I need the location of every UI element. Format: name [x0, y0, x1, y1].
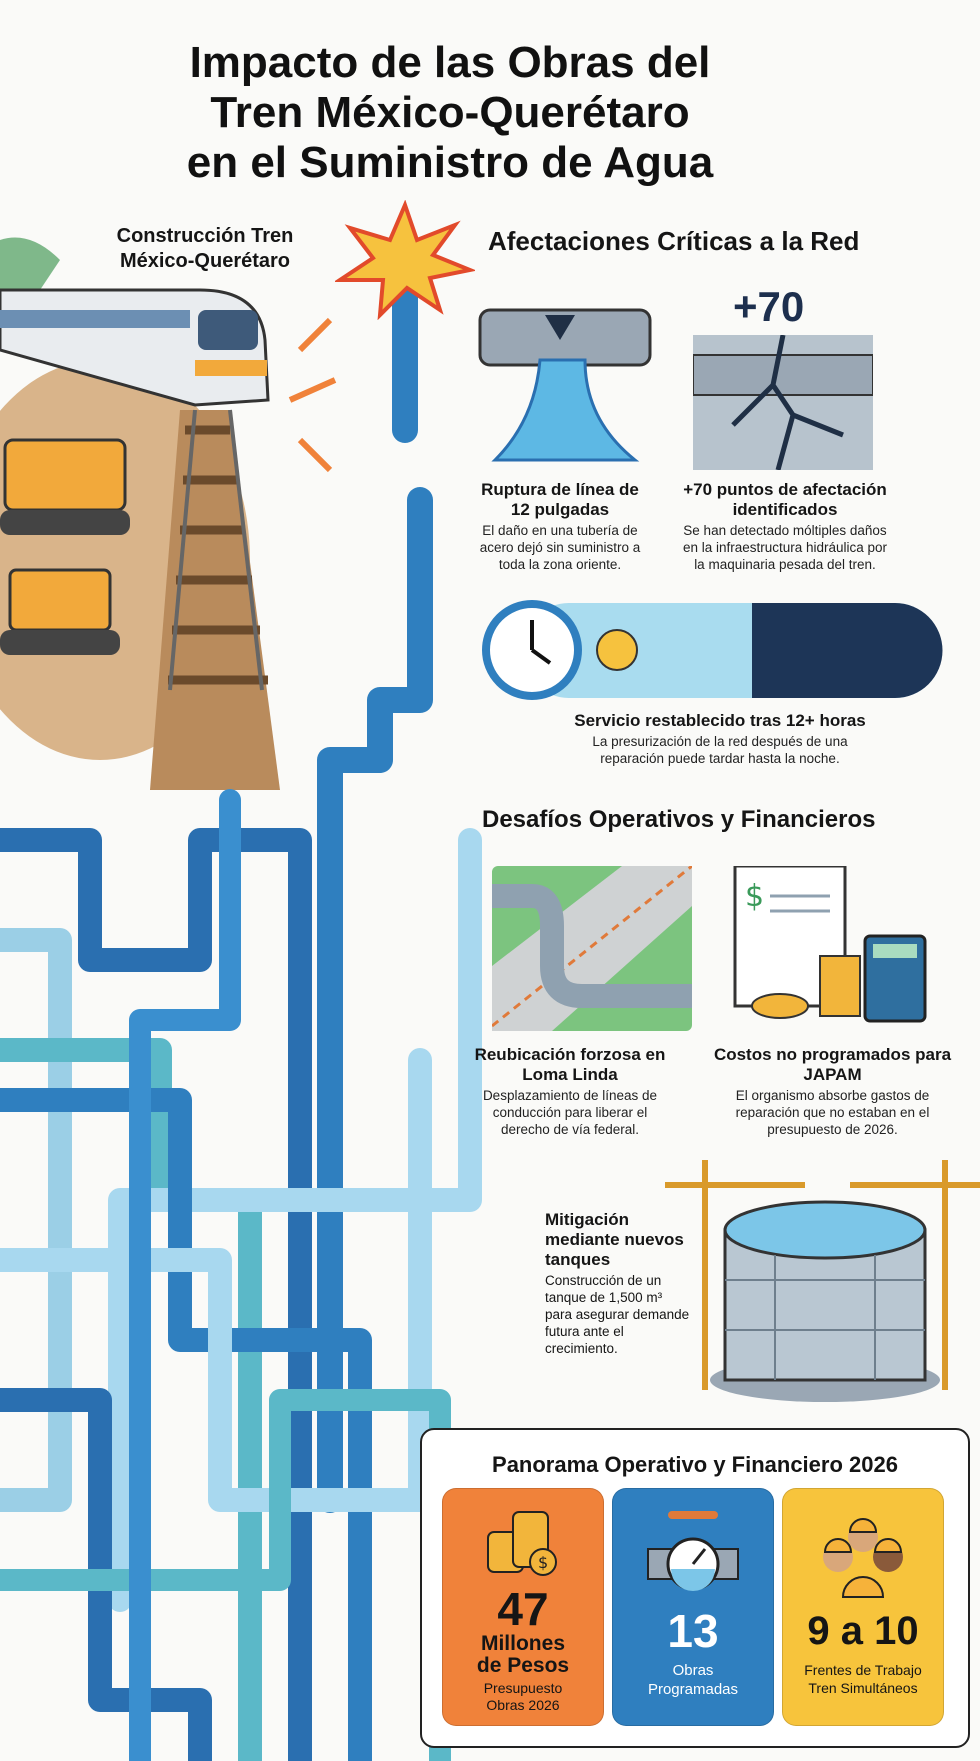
construction-label: Construcción Tren México-Querétaro	[80, 224, 330, 274]
challenge-costs: Costos no programados para JAPAM El orga…	[705, 1045, 960, 1138]
item-title: Ruptura de línea de 12 pulgadas	[481, 480, 639, 519]
stat-value: 13	[667, 1605, 719, 1657]
mitigation-title: Mitigación mediante nuevos tanques	[545, 1210, 684, 1269]
service-restored: Servicio restablecido tras 12+ horas La …	[490, 711, 950, 767]
pipe-network-illustration	[0, 247, 482, 1761]
item-title: Costos no programados para JAPAM	[713, 1045, 952, 1084]
stat-value: 9 a 10	[807, 1609, 919, 1653]
critical-heading: Afectaciones Críticas a la Red	[488, 226, 860, 256]
coins-icon: $	[487, 1511, 557, 1576]
valve-gauge-icon	[647, 1511, 739, 1591]
svg-text:$: $	[745, 879, 764, 914]
page-title: Impacto de las Obras del Tren México-Que…	[0, 38, 900, 188]
title-line: Impacto de las Obras del	[189, 38, 711, 87]
critical-item-rupture: Ruptura de línea de 12 pulgadas El daño …	[470, 480, 650, 573]
construction-label-line: México-Querétaro	[119, 250, 291, 272]
challenges-heading: Desafíos Operativos y Financieros	[482, 806, 876, 833]
item-desc: Se han detectado móltiples daños en la i…	[682, 523, 888, 572]
plus70-badge: +70	[733, 283, 805, 330]
item-desc: Desplazamiento de líneas de conducción p…	[482, 1088, 658, 1137]
stat-label: Obras Programadas	[647, 1662, 739, 1698]
mitigation-desc: Construcción de un tanque de 1,500 m³ pa…	[545, 1273, 690, 1356]
title-line: Tren México-Querétaro	[210, 88, 690, 137]
stat-card-budget: $ 47 Millones de Pesos Presupuesto Obras…	[442, 1488, 604, 1726]
workers-icon	[823, 1518, 903, 1598]
explosion-icon	[335, 200, 475, 320]
title-line: en el Suministro de Agua	[186, 138, 714, 187]
water-tank-cranes-icon	[665, 1160, 980, 1402]
critical-item-points: +70 puntos de afectación identificados S…	[680, 480, 890, 573]
construction-label-line: Construcción Tren	[116, 225, 294, 247]
svg-text:$: $	[538, 1553, 548, 1572]
item-desc: El organismo absorbe gastos de reparació…	[735, 1088, 930, 1137]
service-desc: La presurización de la red después de un…	[592, 734, 848, 766]
stat-label: Frentes de Trabajo Tren Simultáneos	[804, 1662, 922, 1696]
item-title: +70 puntos de afectación identificados	[683, 480, 887, 519]
stat-card-works: 13 Obras Programadas	[612, 1488, 774, 1726]
challenge-relocation: Reubicación forzosa en Loma Linda Despla…	[470, 1045, 670, 1138]
item-desc: El daño en una tubería de acero dejó sin…	[479, 523, 641, 572]
stat-value: 47	[497, 1583, 549, 1635]
relocated-pipe-map-icon	[492, 866, 692, 1031]
costs-calculator-icon: $	[733, 866, 927, 1023]
cracked-pipe-icon	[693, 335, 873, 470]
train-construction-illustration	[0, 237, 337, 790]
service-title: Servicio restablecido tras 12+ horas	[574, 711, 866, 730]
stat-label: Presupuesto Obras 2026	[483, 1680, 563, 1713]
burst-pipe-icon	[478, 308, 652, 462]
stat-card-fronts: 9 a 10 Frentes de Trabajo Tren Simultáne…	[782, 1488, 944, 1726]
panorama-heading: Panorama Operativo y Financiero 2026	[492, 1452, 898, 1477]
stat-unit: Millones de Pesos	[476, 1632, 570, 1677]
day-night-clock-icon	[482, 600, 943, 700]
mitigation: Mitigación mediante nuevos tanques Const…	[545, 1210, 690, 1357]
item-title: Reubicación forzosa en Loma Linda	[474, 1045, 666, 1084]
